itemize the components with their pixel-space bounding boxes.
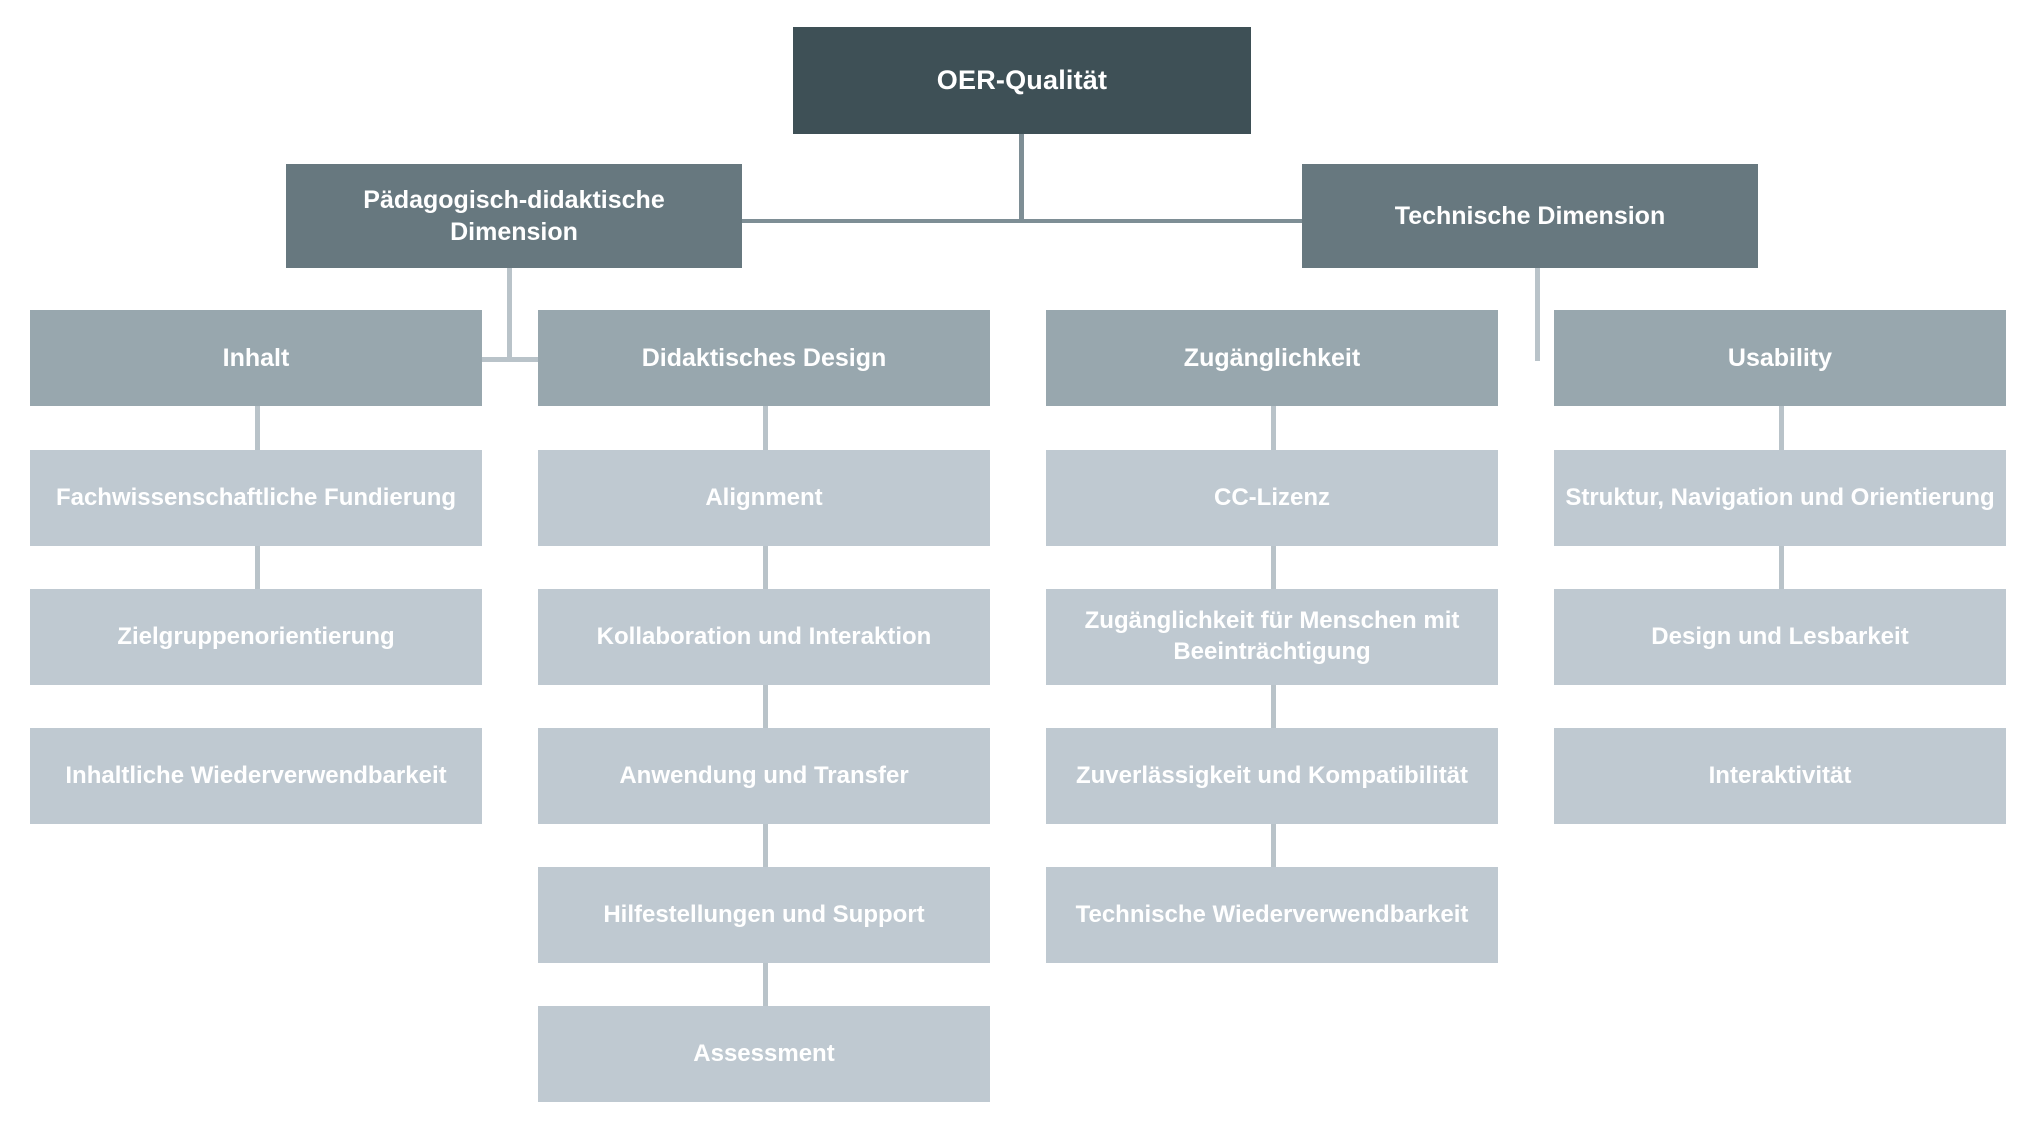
node-criterion-label: Zuverlässigkeit und Kompatibilität [1075, 761, 1469, 789]
node-criterion[interactable]: Zielgruppenorientierung [30, 589, 482, 685]
node-criterion-label: Interaktivität [1708, 761, 1852, 789]
node-criterion[interactable]: Zuverlässigkeit und Kompatibilität [1046, 728, 1498, 824]
node-criterion-label: CC-Lizenz [1214, 483, 1330, 511]
node-dimension-paedagogisch-didaktisch[interactable]: Pädagogisch-didaktische Dimension [286, 164, 742, 268]
node-criterion-label: Struktur, Navigation und Orientierung [1565, 483, 1995, 511]
node-criterion-label: Design und Lesbarkeit [1651, 622, 1909, 650]
node-root-label: OER-Qualität [936, 65, 1108, 96]
node-criterion[interactable]: Interaktivität [1554, 728, 2006, 824]
connector-root-stem [1019, 134, 1024, 220]
node-category-usability[interactable]: Usability [1554, 310, 2006, 406]
node-criterion[interactable]: Kollaboration und Interaktion [538, 589, 990, 685]
node-category-label: Didaktisches Design [641, 344, 887, 372]
connector-dimension-spine [504, 219, 1540, 223]
node-criterion-label: Fachwissenschaftliche Fundierung [55, 483, 457, 511]
node-criterion[interactable]: Fachwissenschaftliche Fundierung [30, 450, 482, 546]
node-criterion-label: Kollaboration und Interaktion [596, 622, 932, 650]
node-category-inhalt[interactable]: Inhalt [30, 310, 482, 406]
node-criterion[interactable]: Zugänglichkeit für Menschen mit Beeinträ… [1046, 589, 1498, 685]
node-category-label: Inhalt [222, 344, 290, 372]
node-category-label: Usability [1727, 344, 1833, 372]
node-criterion[interactable]: Technische Wiederverwendbarkeit [1046, 867, 1498, 963]
node-criterion-label: Inhaltliche Wiederverwendbarkeit [65, 761, 447, 789]
node-criterion-label: Zugänglichkeit für Menschen mit Beeinträ… [1084, 607, 1460, 665]
node-criterion[interactable]: Assessment [538, 1006, 990, 1102]
node-criterion-label: Technische Wiederverwendbarkeit [1075, 900, 1469, 928]
connector-dim-right-stem [1535, 268, 1540, 361]
node-criterion[interactable]: CC-Lizenz [1046, 450, 1498, 546]
node-dimension-technisch[interactable]: Technische Dimension [1302, 164, 1758, 268]
node-dimension-label: Technische Dimension [1394, 202, 1666, 230]
node-dimension-label: Pädagogisch-didaktische Dimension [363, 186, 665, 246]
node-criterion-label: Hilfestellungen und Support [603, 900, 925, 928]
node-criterion[interactable]: Anwendung und Transfer [538, 728, 990, 824]
node-criterion[interactable]: Hilfestellungen und Support [538, 867, 990, 963]
node-category-label: Zugänglichkeit [1183, 344, 1361, 372]
node-criterion[interactable]: Inhaltliche Wiederverwendbarkeit [30, 728, 482, 824]
node-criterion-label: Zielgruppenorientierung [117, 622, 395, 650]
node-criterion-label: Alignment [705, 483, 823, 511]
node-criterion[interactable]: Alignment [538, 450, 990, 546]
node-category-zugaenglichkeit[interactable]: Zugänglichkeit [1046, 310, 1498, 406]
node-root-oer-qualitaet[interactable]: OER-Qualität [793, 27, 1251, 134]
node-criterion-label: Assessment [693, 1039, 835, 1067]
node-category-didaktisches-design[interactable]: Didaktisches Design [538, 310, 990, 406]
node-criterion-label: Anwendung und Transfer [619, 761, 909, 789]
connector-dim-left-stem [507, 268, 512, 361]
node-criterion[interactable]: Design und Lesbarkeit [1554, 589, 2006, 685]
node-criterion[interactable]: Struktur, Navigation und Orientierung [1554, 450, 2006, 546]
